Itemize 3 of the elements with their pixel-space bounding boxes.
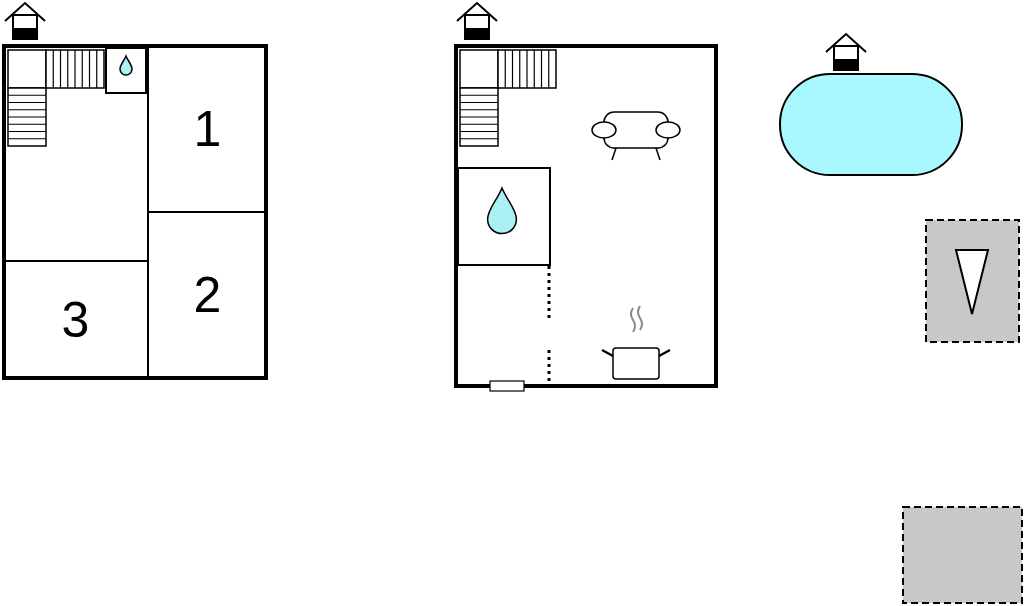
room-number: 2	[193, 270, 222, 320]
room-number: 3	[61, 294, 90, 345]
room-number: 1	[193, 104, 222, 154]
